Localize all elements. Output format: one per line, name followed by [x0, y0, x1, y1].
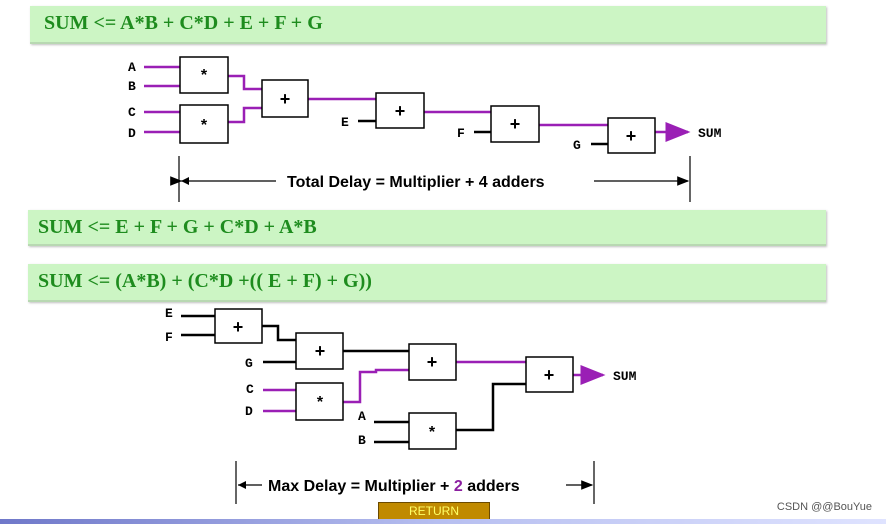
- equation-text-1: SUM <= A*B + C*D + E + F + G: [44, 12, 323, 34]
- top-input-e: E: [341, 115, 349, 130]
- bottom-input-d: D: [245, 404, 253, 419]
- bottom-mult2-symbol: *: [429, 424, 436, 441]
- bottom-multiplier-cd: [295, 382, 344, 421]
- bottom-wires: [181, 314, 606, 444]
- top-add1-symbol: +: [280, 89, 291, 109]
- top-input-f: F: [457, 126, 465, 141]
- watermark: CSDN @@BouYue: [776, 501, 872, 513]
- top-output-sum: SUM: [698, 126, 722, 141]
- bottom-input-a: A: [358, 409, 366, 424]
- top-adder-3: [490, 105, 540, 143]
- top-diagram: * * + + + + A B C D E F G SUM Total Dela…: [128, 56, 722, 202]
- bottom-delay-caption: Max Delay = Multiplier + 2 adders: [268, 478, 520, 495]
- top-input-c: C: [128, 105, 136, 120]
- top-add3-symbol: +: [510, 114, 521, 134]
- bottom-add1-symbol: +: [233, 317, 244, 337]
- top-input-d: D: [128, 126, 136, 141]
- bottom-adder-efg: [295, 332, 344, 370]
- equation-text-2: SUM <= E + F + G + C*D + A*B: [38, 216, 317, 238]
- bottom-add2-symbol: +: [315, 341, 326, 361]
- bottom-adder-final: [525, 356, 574, 393]
- top-adder-1: [261, 79, 309, 118]
- bottom-rule: [0, 519, 886, 524]
- bottom-input-b: B: [358, 433, 366, 448]
- bottom-adder-3: [408, 343, 457, 381]
- top-multiplier-cd: [179, 104, 229, 144]
- top-input-g: G: [573, 138, 581, 153]
- top-mult1-symbol: *: [201, 67, 208, 84]
- bottom-input-f: F: [165, 330, 173, 345]
- top-wires: [144, 65, 691, 146]
- bottom-adder-ef: [214, 308, 263, 344]
- bottom-multiplier-ab: [408, 412, 457, 450]
- top-input-a: A: [128, 60, 136, 75]
- bottom-output-sum: SUM: [613, 369, 637, 384]
- bottom-input-c: C: [246, 382, 254, 397]
- top-add4-symbol: +: [626, 126, 637, 146]
- bottom-add4-symbol: +: [544, 365, 555, 385]
- bottom-diagram: + + * + * + E F G C D A B SUM Max Delay …: [165, 306, 637, 504]
- top-input-b: B: [128, 79, 136, 94]
- equation-banner-3: SUM <= (A*B) + (C*D +(( E + F) + G)): [28, 264, 826, 302]
- equation-banner-1: SUM <= A*B + C*D + E + F + G: [30, 6, 826, 44]
- equation-banner-2: SUM <= E + F + G + C*D + A*B: [28, 210, 826, 246]
- bottom-add3-symbol: +: [427, 352, 438, 372]
- top-mult2-symbol: *: [201, 117, 208, 134]
- bottom-input-g: G: [245, 356, 253, 371]
- top-adder-2: [375, 92, 425, 129]
- bottom-input-e: E: [165, 306, 173, 321]
- top-multiplier-ab: [179, 56, 229, 94]
- equation-text-3: SUM <= (A*B) + (C*D +(( E + F) + G)): [38, 270, 372, 292]
- return-button[interactable]: RETURN: [378, 502, 490, 520]
- top-adder-4: [607, 117, 656, 154]
- top-delay-caption: Total Delay = Multiplier + 4 adders: [287, 174, 545, 191]
- bottom-mult1-symbol: *: [317, 394, 324, 411]
- top-add2-symbol: +: [395, 101, 406, 121]
